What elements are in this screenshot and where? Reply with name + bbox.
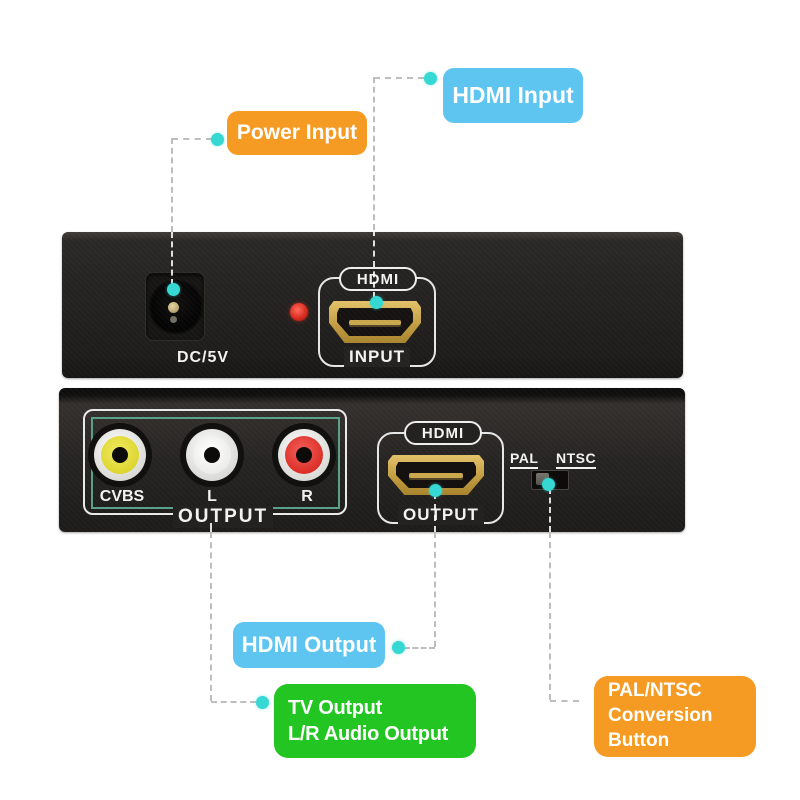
- rca-color-ring-white: [193, 436, 231, 474]
- rca-label-right: R: [301, 488, 313, 505]
- callout-hdmi-input-text: HDMI Input: [452, 82, 574, 108]
- leader-hdmi-out-h: [404, 647, 435, 649]
- rca-outer-ring: [186, 429, 238, 481]
- callout-dot-tv-label: [256, 696, 269, 709]
- leader-hdmi-in-v2: [373, 230, 375, 298]
- rca-label-cvbs: CVBS: [99, 488, 145, 505]
- leader-hdmi-in-h: [374, 77, 424, 79]
- rca-jack-cvbs: [88, 423, 152, 487]
- callout-dot-pal-ntsc-switch: [542, 478, 555, 491]
- leader-hdmi-in-v1: [373, 77, 375, 230]
- hdmi-output-port-label: OUTPUT: [398, 505, 484, 525]
- dc-power-pin-glint: [170, 316, 177, 323]
- callout-dot-hdmi-output-port: [429, 484, 442, 497]
- hdmi-input-port-label: INPUT: [344, 347, 410, 367]
- callout-pal-ntsc-line3: Button: [608, 729, 670, 751]
- callout-hdmi-input: HDMI Input: [443, 68, 583, 123]
- rca-outer-ring: [94, 429, 146, 481]
- leader-pal-v2: [549, 532, 551, 700]
- callout-pal-ntsc-line1: PAL/NTSC: [608, 680, 702, 702]
- ntsc-label: NTSC: [556, 450, 597, 469]
- rca-color-ring-yellow: [101, 436, 139, 474]
- rca-recess: [88, 423, 152, 487]
- rca-label-left: L: [207, 488, 217, 505]
- leader-power-h: [172, 138, 212, 140]
- rca-jack-left-audio: [180, 423, 244, 487]
- callout-dot-dc-jack: [167, 283, 180, 296]
- callout-power-input-text: Power Input: [236, 121, 358, 144]
- pal-label: PAL: [510, 450, 539, 469]
- leader-hdmi-out-v2: [434, 532, 436, 647]
- dc-power-pin: [168, 302, 179, 313]
- callout-hdmi-output-text: HDMI Output: [241, 632, 377, 657]
- leader-tv-v2: [210, 532, 212, 701]
- callout-dot-hdmi-output-label: [392, 641, 405, 654]
- callout-tv-output: TV Output L/R Audio Output: [274, 684, 476, 758]
- leader-pal-v1: [549, 488, 551, 532]
- leader-tv-h: [211, 701, 256, 703]
- callout-dot-power-label: [211, 133, 224, 146]
- leader-power-v1: [171, 138, 173, 232]
- rca-hole: [296, 447, 312, 463]
- hdmi-input-pins: [349, 320, 401, 326]
- callout-pal-ntsc: PAL/NTSC Conversion Button: [594, 676, 756, 757]
- callout-tv-output-line2: L/R Audio Output: [288, 723, 448, 745]
- rca-group-label: OUTPUT: [173, 506, 274, 528]
- rca-recess: [272, 423, 336, 487]
- leader-power-v2: [171, 232, 173, 285]
- hdmi-output-pins: [409, 473, 463, 479]
- callout-dot-hdmi-input-port: [370, 296, 383, 309]
- leader-pal-h: [550, 700, 579, 702]
- power-led-indicator: [290, 303, 308, 321]
- callout-power-input: Power Input: [227, 111, 367, 155]
- rca-hole: [204, 447, 220, 463]
- leader-hdmi-out-v1: [434, 493, 436, 532]
- hdmi-badge-top: HDMI: [339, 267, 417, 291]
- callout-pal-ntsc-line2: Conversion: [608, 705, 713, 727]
- rca-recess: [180, 423, 244, 487]
- rca-color-ring-red: [285, 436, 323, 474]
- rca-hole: [112, 447, 128, 463]
- leader-tv-v1: [210, 523, 212, 532]
- callout-tv-output-line1: TV Output: [288, 697, 382, 719]
- dc-voltage-label: DC/5V: [176, 349, 230, 366]
- callout-hdmi-output: HDMI Output: [233, 622, 385, 668]
- rca-jack-right-audio: [272, 423, 336, 487]
- callout-dot-hdmi-input-label: [424, 72, 437, 85]
- rca-outer-ring: [278, 429, 330, 481]
- hdmi-badge-bottom: HDMI: [404, 421, 482, 445]
